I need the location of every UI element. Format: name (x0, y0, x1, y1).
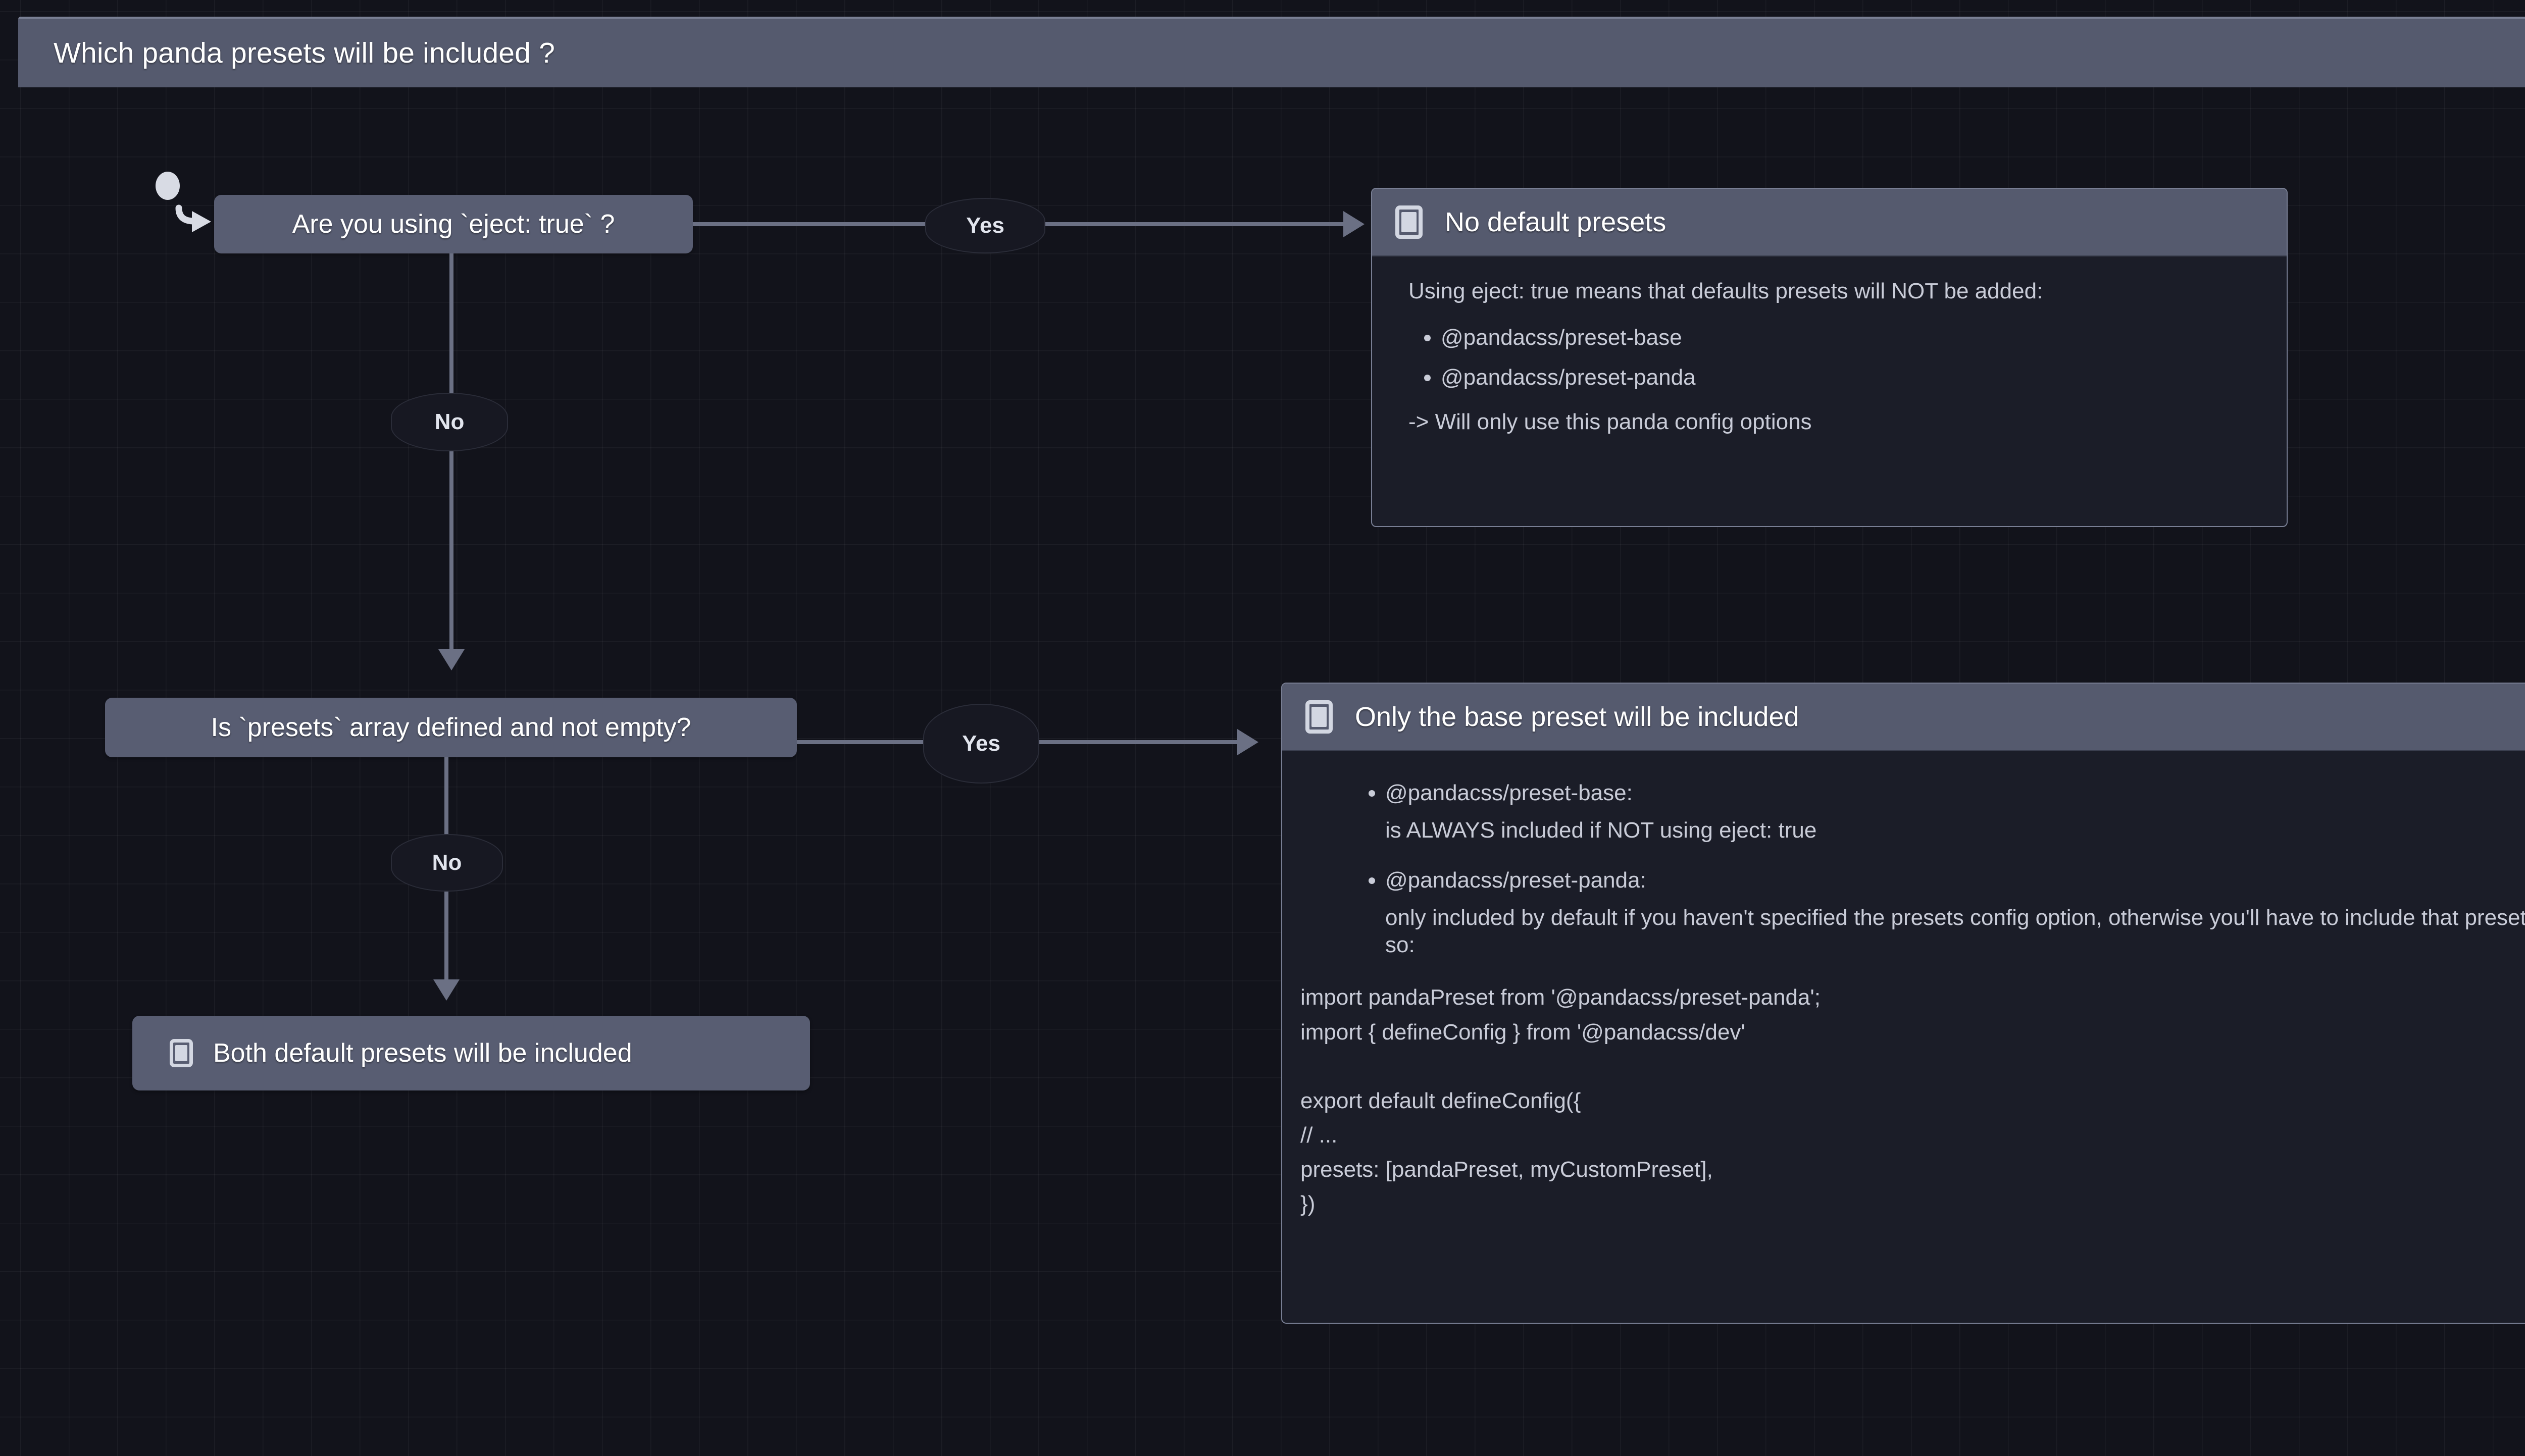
edge-eject-yes-arrowhead (1343, 211, 1365, 237)
preset-detail-list: @pandacss/preset-base: is ALWAYS include… (1353, 779, 2525, 958)
node-decision-presets[interactable]: Is `presets` array defined and not empty… (105, 698, 797, 757)
edge-presets-yes-line-right (1039, 740, 1251, 744)
list-item-head: @pandacss/preset-panda: (1385, 868, 1646, 893)
edge-label-presets-yes-text: Yes (962, 731, 1000, 756)
panel-no-default-presets-header: No default presets (1372, 189, 2287, 256)
note-icon (1305, 700, 1333, 734)
start-arrow-icon (175, 204, 211, 232)
edge-label-presets-no-text: No (432, 850, 462, 875)
edge-presets-yes-line-left (797, 740, 923, 744)
node-decision-eject-label: Are you using `eject: true` ? (292, 210, 615, 239)
edge-label-eject-yes: Yes (925, 198, 1045, 253)
node-both-default-presets-label: Both default presets will be included (213, 1038, 632, 1068)
node-decision-eject[interactable]: Are you using `eject: true` ? (214, 195, 693, 253)
edge-presets-yes-arrowhead (1237, 729, 1258, 755)
panel-base-preset-only-header: Only the base preset will be included (1282, 684, 2525, 751)
list-item-sub: is ALWAYS included if NOT using eject: t… (1385, 817, 1817, 843)
edge-eject-yes-line-left (693, 222, 925, 226)
edge-label-presets-yes: Yes (923, 704, 1039, 784)
code-snippet: import pandaPreset from '@pandacss/prese… (1300, 985, 1821, 1217)
start-dot-icon (156, 172, 180, 200)
list-item-sub: only included by default if you haven't … (1385, 905, 2525, 957)
diagram-title: Which panda presets will be included ? (54, 37, 555, 69)
panel-base-preset-only-body: @pandacss/preset-base: is ALWAYS include… (1282, 751, 2525, 1242)
edge-presets-no-line-top (444, 757, 448, 838)
panel-no-default-presets-title: No default presets (1445, 207, 1666, 237)
edge-eject-no-arrowhead (438, 649, 465, 670)
list-item-head: @pandacss/preset-base: (1385, 781, 1633, 805)
node-both-default-presets[interactable]: Both default presets will be included (132, 1016, 810, 1090)
panel-no-default-presets-body: Using eject: true means that defaults pr… (1372, 256, 2287, 456)
panel-intro-text: Using eject: true means that defaults pr… (1408, 279, 2043, 303)
edge-label-eject-no-text: No (434, 409, 465, 434)
edge-presets-no-arrowhead (433, 979, 460, 1001)
diagram-title-bar: Which panda presets will be included ? (18, 17, 2525, 87)
edge-eject-no-line-bottom (449, 451, 453, 653)
edge-label-presets-no: No (391, 834, 503, 892)
node-decision-presets-label: Is `presets` array defined and not empty… (211, 713, 691, 742)
note-icon (1395, 205, 1423, 239)
list-item: @pandacss/preset-base: is ALWAYS include… (1385, 779, 2525, 844)
panel-no-default-presets[interactable]: No default presets Using eject: true mea… (1371, 188, 2288, 527)
list-item: @pandacss/preset-panda: only included by… (1385, 867, 2525, 958)
edge-label-eject-yes-text: Yes (966, 213, 1004, 238)
panel-base-preset-only-title: Only the base preset will be included (1355, 702, 1799, 732)
edge-presets-no-line-bottom (444, 892, 448, 983)
panel-outro-text: -> Will only use this panda config optio… (1408, 409, 1812, 435)
preset-list: @pandacss/preset-base @pandacss/preset-p… (1408, 324, 2256, 391)
note-icon (170, 1039, 193, 1067)
list-item: @pandacss/preset-panda (1441, 364, 2256, 391)
list-item: @pandacss/preset-base (1441, 324, 2256, 351)
edge-eject-no-line-top (449, 253, 453, 394)
edge-label-eject-no: No (391, 393, 508, 451)
start-node (156, 172, 216, 237)
panel-base-preset-only[interactable]: Only the base preset will be included @p… (1281, 683, 2525, 1324)
edge-eject-yes-line-right (1045, 222, 1358, 226)
